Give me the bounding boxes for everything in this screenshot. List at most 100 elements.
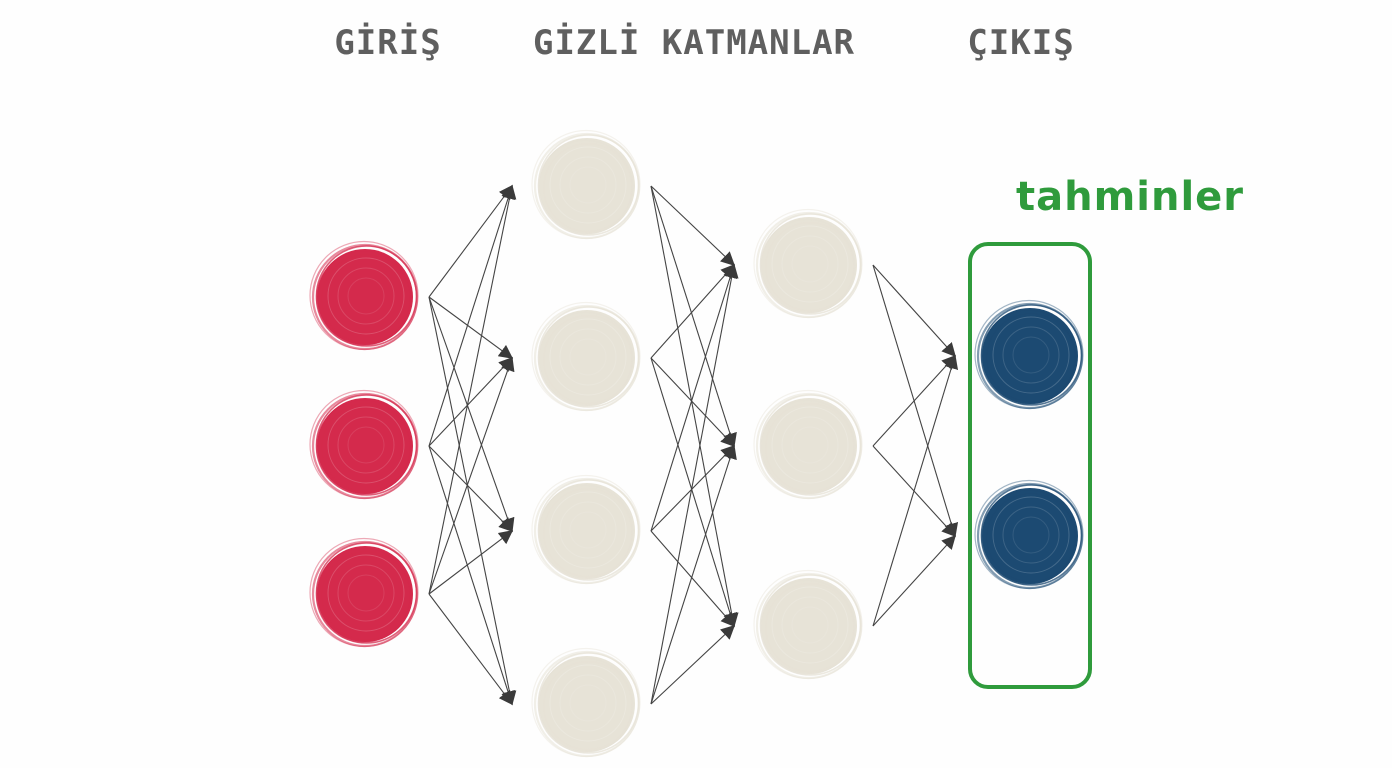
node-texture xyxy=(791,426,829,464)
node-ring xyxy=(531,647,641,758)
connections xyxy=(428,184,959,706)
edge-input-1-to-hidden1-3 xyxy=(428,296,515,533)
node-ring xyxy=(315,399,412,495)
predictions-label: tahminler xyxy=(1016,174,1244,220)
node-texture xyxy=(549,146,627,224)
node-texture xyxy=(549,491,627,569)
node-texture xyxy=(569,166,607,204)
node-texture xyxy=(992,316,1070,394)
node-fill xyxy=(982,308,1078,404)
node-texture xyxy=(337,267,395,325)
edge-hidden2-2-to-output-1 xyxy=(872,354,956,447)
node-ring xyxy=(759,579,856,675)
node-fill xyxy=(539,483,635,579)
node-ring xyxy=(753,389,863,500)
edge-input-3-to-hidden1-1 xyxy=(428,184,517,595)
node-ring xyxy=(543,315,633,405)
edge-hidden2-3-to-output-2 xyxy=(872,534,956,627)
edge-hidden1-2-to-hidden2-2 xyxy=(650,357,735,448)
node-texture xyxy=(1002,326,1060,384)
input-node-2 xyxy=(309,389,419,500)
node-texture xyxy=(992,496,1070,574)
edge-hidden1-4-to-hidden2-2 xyxy=(650,444,737,705)
edge-hidden1-3-to-hidden2-1 xyxy=(650,263,737,532)
node-texture xyxy=(559,674,617,732)
edge-hidden1-2-to-hidden2-3 xyxy=(650,357,737,628)
node-ring xyxy=(980,309,1077,405)
edge-hidden1-1-to-hidden2-1 xyxy=(650,185,736,266)
hidden2-node-1 xyxy=(753,208,863,319)
node-texture xyxy=(549,664,627,742)
node-fill xyxy=(539,310,635,406)
node-fill xyxy=(539,138,635,234)
node-texture xyxy=(781,416,839,474)
output-node-2 xyxy=(974,479,1084,590)
hidden1-node-3 xyxy=(531,474,641,585)
edge-input-2-to-hidden1-1 xyxy=(428,184,515,447)
node-ring xyxy=(759,399,856,495)
node-texture xyxy=(337,564,395,622)
node-texture xyxy=(559,501,617,559)
node-texture xyxy=(559,156,617,214)
node-texture xyxy=(327,406,405,484)
hidden1-node-4 xyxy=(531,647,641,758)
node-ring xyxy=(765,403,855,493)
node-ring xyxy=(980,489,1077,585)
hidden-layers-heading: GİZLİ KATMANLAR xyxy=(533,22,855,63)
node-fill xyxy=(317,249,413,345)
node-texture xyxy=(1012,336,1050,374)
input-node-3 xyxy=(309,537,419,648)
edge-input-1-to-hidden1-4 xyxy=(428,296,517,706)
node-ring xyxy=(531,129,641,240)
node-texture xyxy=(1012,516,1050,554)
edge-hidden1-2-to-hidden2-1 xyxy=(650,263,735,359)
node-texture xyxy=(1002,506,1060,564)
node-ring xyxy=(309,240,419,351)
node-texture xyxy=(327,554,405,632)
predictions-highlight-box xyxy=(968,242,1092,689)
node-ring xyxy=(974,299,1084,410)
input-node-1 xyxy=(309,240,419,351)
node-ring xyxy=(537,484,634,580)
node-fill xyxy=(982,488,1078,584)
edge-input-3-to-hidden1-3 xyxy=(428,530,514,595)
edge-input-2-to-hidden1-3 xyxy=(428,445,513,533)
node-texture xyxy=(549,318,627,396)
node-texture xyxy=(347,277,385,315)
edge-hidden1-1-to-hidden2-3 xyxy=(650,185,739,628)
hidden1-node-1 xyxy=(531,129,641,240)
node-ring xyxy=(537,139,634,235)
edge-hidden1-4-to-hidden2-1 xyxy=(650,263,739,705)
node-ring xyxy=(321,254,411,344)
node-fill xyxy=(317,398,413,494)
edge-input-3-to-hidden1-2 xyxy=(428,356,515,595)
node-texture xyxy=(569,684,607,722)
input-layer-heading: GİRİŞ xyxy=(334,22,441,63)
node-ring xyxy=(537,657,634,753)
node-ring xyxy=(543,487,633,578)
node-texture xyxy=(347,574,385,612)
node-fill xyxy=(539,656,635,752)
node-ring xyxy=(321,403,411,493)
node-texture xyxy=(337,416,395,474)
edge-input-1-to-hidden1-1 xyxy=(428,184,513,298)
hidden2-node-2 xyxy=(753,389,863,500)
node-ring xyxy=(759,218,856,314)
node-ring xyxy=(765,222,855,312)
node-texture xyxy=(791,606,829,644)
edge-hidden1-4-to-hidden2-3 xyxy=(650,625,736,705)
node-ring xyxy=(315,547,412,643)
node-texture xyxy=(569,511,607,549)
edge-input-3-to-hidden1-4 xyxy=(428,593,513,706)
edge-hidden2-3-to-output-1 xyxy=(872,354,959,627)
edge-hidden2-1-to-output-1 xyxy=(872,264,956,358)
neurons xyxy=(309,129,1084,758)
node-texture xyxy=(327,257,405,335)
node-fill xyxy=(761,217,857,313)
node-texture xyxy=(569,338,607,376)
edge-input-2-to-hidden1-4 xyxy=(428,445,515,706)
node-ring xyxy=(309,537,419,648)
node-ring xyxy=(543,143,633,233)
